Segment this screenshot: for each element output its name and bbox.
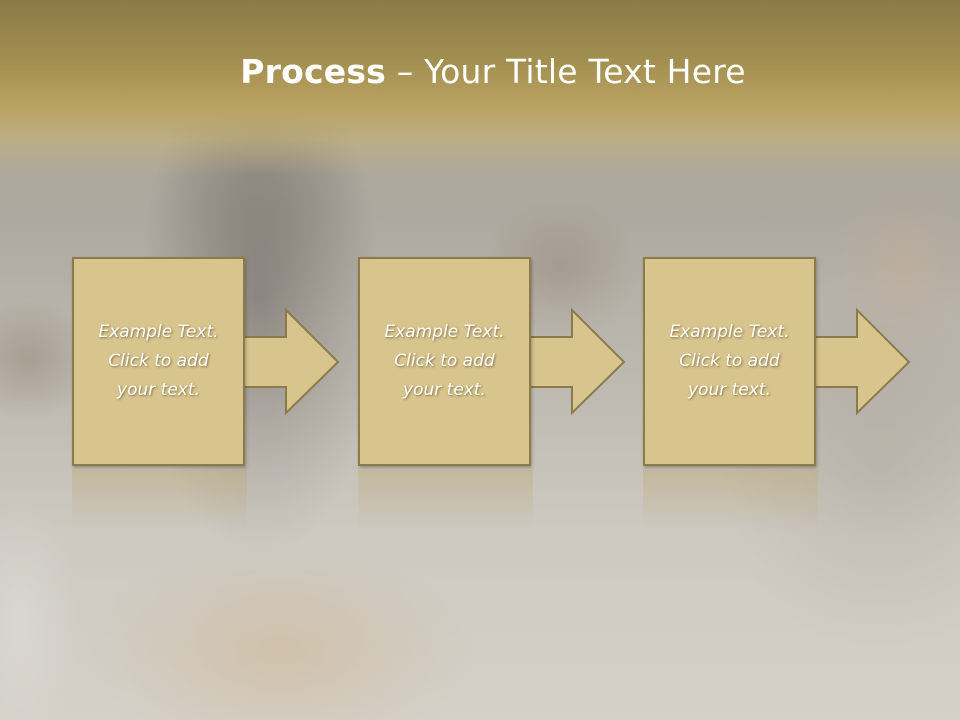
- title-band: [0, 0, 960, 175]
- process-step-1[interactable]: Example Text. Click to add your text.: [72, 257, 342, 467]
- slide-title[interactable]: Process – Your Title Text Here: [0, 52, 960, 91]
- step-3-text[interactable]: Example Text. Click to add your text.: [669, 322, 790, 400]
- step-1-reflection: [72, 470, 247, 530]
- process-step-3[interactable]: Example Text. Click to add your text.: [643, 257, 913, 467]
- step-1-arrow-shape: [241, 307, 340, 416]
- step-3-box: [643, 257, 816, 466]
- step-2-arrow-shape: [527, 307, 626, 416]
- step-1-box: [72, 257, 245, 466]
- step-3-arrow-shape: [812, 307, 911, 416]
- step-1-text[interactable]: Example Text. Click to add your text.: [98, 322, 219, 400]
- step-2-box: [358, 257, 531, 466]
- title-bold-part: Process: [240, 52, 387, 91]
- title-rest-part: – Your Title Text Here: [386, 52, 746, 91]
- step-3-reflection: [643, 470, 818, 530]
- step-2-text[interactable]: Example Text. Click to add your text.: [384, 322, 505, 400]
- process-step-2[interactable]: Example Text. Click to add your text.: [358, 257, 628, 467]
- step-2-reflection: [358, 470, 533, 530]
